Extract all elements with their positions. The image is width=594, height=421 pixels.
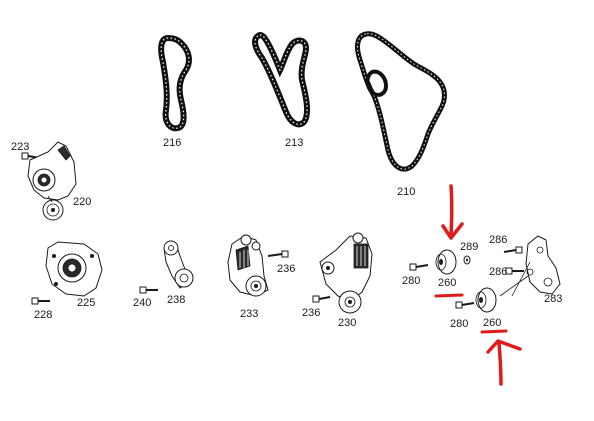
bolt-286a [503, 246, 523, 254]
bolt-236b [312, 295, 331, 303]
label-220: 220 [73, 196, 91, 208]
label-230: 230 [338, 317, 356, 329]
label-228: 228 [34, 309, 52, 321]
label-236a: 236 [277, 263, 295, 275]
bolt-280a [409, 263, 429, 271]
pulley-260a [435, 249, 457, 275]
label-286b: 286 [489, 266, 507, 278]
label-240: 240 [133, 297, 151, 309]
bolt-280b [455, 301, 475, 309]
label-260a: 260 [438, 277, 456, 289]
label-223: 223 [11, 141, 29, 153]
label-238: 238 [167, 294, 185, 306]
bracket-283 [499, 235, 561, 297]
bolt-240 [139, 286, 158, 294]
belt-213 [252, 32, 311, 128]
highlight-arrow-top [441, 184, 464, 240]
tensioner-230 [319, 232, 373, 314]
label-233: 233 [240, 308, 258, 320]
label-225: 225 [77, 297, 95, 309]
label-283: 283 [544, 293, 562, 305]
tensioner-220 [27, 141, 77, 221]
highlight-underline-260a [434, 293, 464, 298]
belt-210 [355, 31, 447, 172]
label-260b: 260 [483, 317, 501, 329]
pulley-260b [475, 287, 497, 313]
pump-225 [45, 241, 103, 297]
bolt-228 [31, 297, 50, 305]
tensioner-233 [227, 234, 269, 297]
label-216: 216 [163, 137, 181, 149]
tensioner-238 [163, 240, 194, 289]
label-289: 289 [460, 241, 478, 253]
bolt-236a [267, 250, 289, 258]
label-210: 210 [397, 186, 415, 198]
label-280b: 280 [450, 318, 468, 330]
label-280a: 280 [402, 275, 420, 287]
label-236b: 236 [302, 307, 320, 319]
label-213: 213 [285, 137, 303, 149]
highlight-arrow-bottom [486, 339, 522, 386]
belt-216 [158, 34, 192, 132]
washer-289 [463, 255, 471, 265]
bolt-286b [505, 267, 524, 275]
label-286a: 286 [489, 234, 507, 246]
highlight-underline-260b [480, 329, 508, 334]
